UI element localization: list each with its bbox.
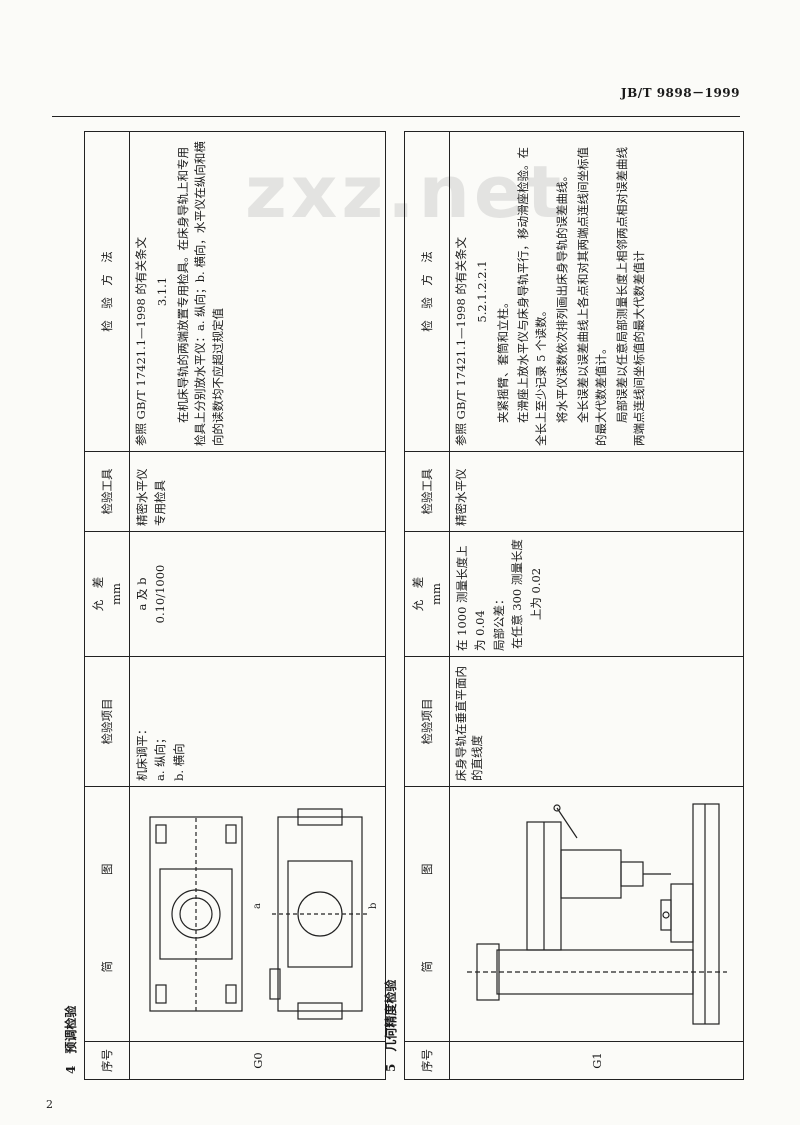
col-tool: 检验工具 [404,451,450,532]
col-tolerance-unit: mm [429,583,443,605]
section-5-heading: 5 几何精度检验 [384,979,398,1072]
tolerance-line: 在 1000 测量长度上为 0.04 [455,545,488,651]
section-4-heading: 4 预调检验 [64,1005,78,1074]
method-clause: 3.1.1 [154,276,169,307]
diagram-label-a: a [252,903,263,909]
tolerance-line: 0.10/1000 [153,564,168,624]
method-paragraph: 全长误差以误差曲线上各点和对其两端点连线间坐标值的最大代数差值计。 [575,147,608,446]
col-tool: 检验工具 [84,451,130,532]
tolerance-line: 在任意 300 测量长度上为 0.02 [510,539,543,649]
leveling-diagram: a b [148,808,378,1020]
row-no: G0 [129,1041,386,1080]
col-method: 检 验 方 法 [404,131,450,452]
header-rule [52,116,740,117]
method-text: 在机床导轨的两端放置专用检具。在床身导轨上和专用检具上分别放水平仪：a. 纵向；… [175,141,226,446]
col-no: 序号 [84,1041,130,1080]
method-paragraph: 夹紧摇臂、套筒和立柱。 [495,296,510,424]
diagram-label-b: b [368,903,378,909]
col-item: 检验项目 [84,656,130,787]
method-paragraph: 将水平仪读数依次排列画出床身导轨的误差曲线。 [555,170,570,423]
method-paragraph: 局部误差以任意局部测量长度上相邻两点相对误差曲线两端点连线间坐标值的最大代数差值… [614,147,647,446]
row-no: G1 [449,1041,744,1080]
tool-line: 精密水平仪 [135,468,149,527]
item-line: 机床调平： [135,723,149,782]
item-text: 床身导轨在垂直平面内的直线度 [449,656,744,787]
radial-drill-diagram [466,803,727,1025]
tool-line: 专用检具 [153,480,168,526]
col-method: 检 验 方 法 [84,131,130,452]
method-clause: 5.2.1.2.2.1 [474,260,489,323]
section-4-table: 序号 简 图 检验项目 允 差 mm 检验工具 检 验 方 法 G0 [84,131,386,1080]
method-paragraph: 在滑座上放水平仪与床身导轨平行，移动滑座检验。在全长上至少记录 5 个读数。 [516,147,549,446]
col-item: 检验项目 [404,656,450,787]
col-tolerance-unit: mm [109,583,123,605]
col-tolerance: 允 差 [410,576,425,612]
tool-text: 精密水平仪 [449,451,744,532]
section-5-table: 序号 简 图 检验项目 允 差 mm 检验工具 检 验 方 法 G1 [404,131,744,1080]
method-reference: 参照 GB/T 17421.1—1998 的有关条文 [134,237,148,446]
method-reference: 参照 GB/T 17421.1—1998 的有关条文 [454,237,468,446]
item-line: b. 横向 [171,743,186,781]
tolerance-line: a 及 b [135,577,149,611]
page-number: 2 [46,1098,53,1111]
col-no: 序号 [404,1041,450,1080]
watermark: zxz.net [245,150,566,234]
table-row: G0 [129,131,386,1080]
tolerance-line: 局部公差： [491,593,506,652]
standard-id-header: JB/T 9898－1999 [620,86,740,100]
table-row: G1 [449,131,744,1080]
col-tolerance: 允 差 [90,576,105,612]
item-line: a. 纵向； [153,732,168,781]
col-diagram: 简 图 [100,855,114,973]
col-diagram: 简 图 [420,855,434,973]
